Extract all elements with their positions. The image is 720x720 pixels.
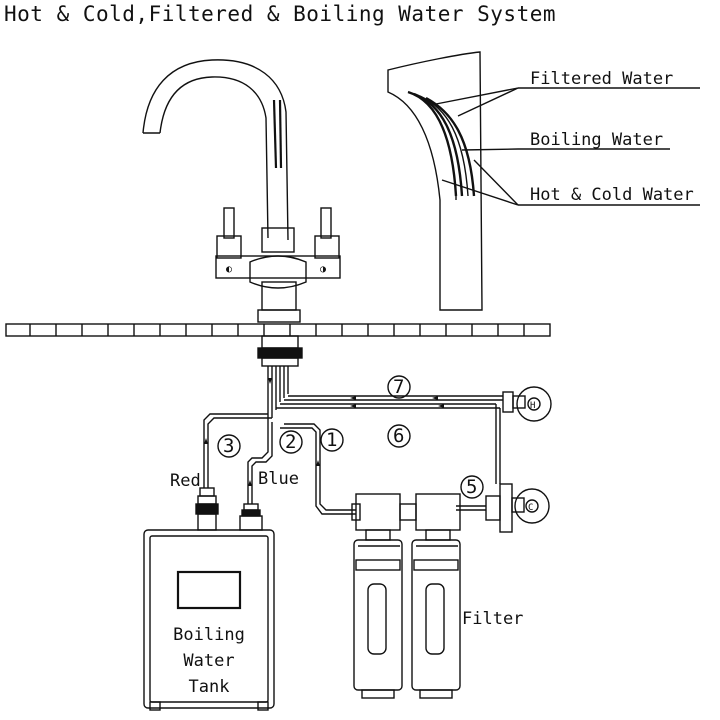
pipe-number-5: 5 bbox=[466, 476, 477, 498]
boiling-water-tank bbox=[143, 529, 275, 711]
diagram-title: Hot & Cold,Filtered & Boiling Water Syst… bbox=[4, 2, 557, 26]
faucet: ◐ ◑ bbox=[142, 59, 341, 323]
callout-hot-cold-water: Hot & Cold Water bbox=[530, 185, 694, 205]
filter-unit-left bbox=[351, 493, 403, 699]
hot-mark: H bbox=[530, 401, 535, 411]
spout-cross-section bbox=[387, 51, 483, 311]
callout-boiling-water: Boiling Water bbox=[530, 130, 663, 150]
pipe-number-7: 7 bbox=[393, 376, 404, 398]
svg-text:◐: ◐ bbox=[226, 264, 232, 275]
cold-mark: C bbox=[528, 503, 533, 513]
label-blue: Blue bbox=[258, 469, 299, 489]
label-filter: Filter bbox=[462, 609, 523, 629]
pipe-number-2: 2 bbox=[285, 431, 296, 453]
tank-label-line1: Boiling bbox=[173, 625, 245, 645]
flow-arrows bbox=[204, 378, 444, 486]
pipe-number-3: 3 bbox=[223, 435, 234, 457]
callout-filtered-water: Filtered Water bbox=[530, 69, 673, 89]
threaded-fitting bbox=[257, 335, 303, 367]
pipe-number-1: 1 bbox=[326, 429, 337, 451]
blue-connector bbox=[239, 503, 263, 531]
pipes bbox=[203, 366, 503, 515]
hot-valve: H bbox=[502, 386, 552, 422]
number-circles bbox=[217, 375, 484, 499]
red-connector bbox=[195, 487, 219, 531]
pipe-number-6: 6 bbox=[393, 425, 404, 447]
cold-valve: C bbox=[485, 483, 550, 533]
tank-label-line3: Tank bbox=[189, 677, 230, 697]
svg-text:◑: ◑ bbox=[320, 264, 326, 275]
countertop bbox=[5, 323, 551, 337]
label-red: Red bbox=[170, 471, 201, 491]
filter-unit-right bbox=[399, 493, 461, 699]
tank-label-line2: Water bbox=[183, 651, 234, 671]
callout-leaders bbox=[435, 87, 700, 206]
